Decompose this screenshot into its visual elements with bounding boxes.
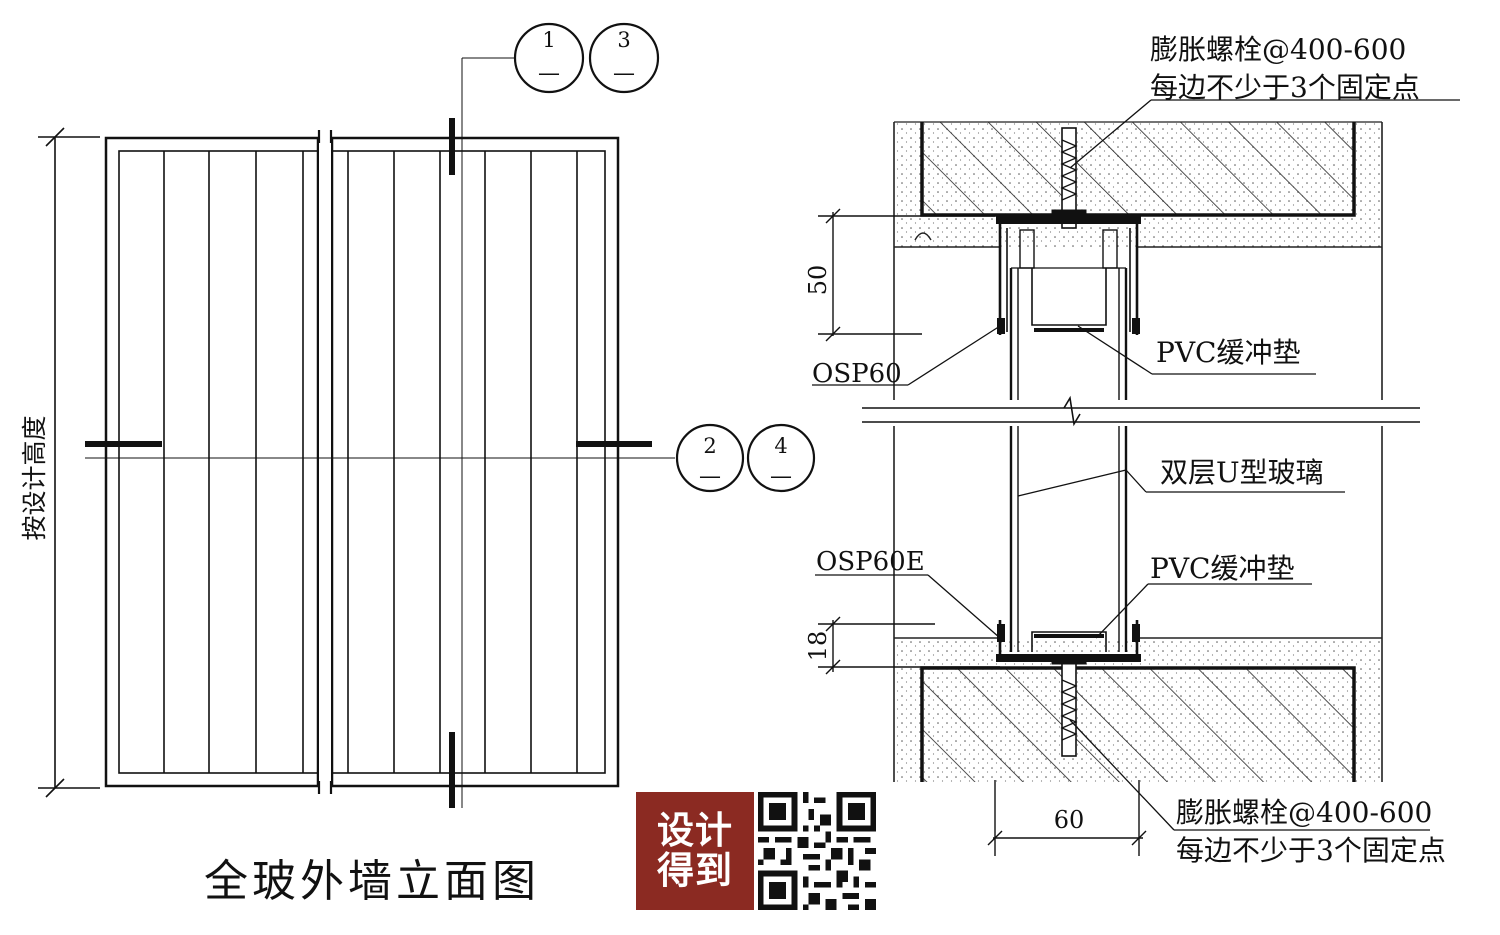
elevation-title: 全玻外墙立面图 (204, 856, 540, 907)
callout-4: 4 — (746, 423, 816, 493)
svg-text:3: 3 (617, 28, 630, 52)
break-gap (319, 130, 331, 795)
leader-lines (812, 99, 1460, 831)
break-band (862, 395, 1420, 427)
dim-50-label: 50 (804, 265, 832, 296)
dim-60 (987, 780, 1147, 856)
svg-text:—: — (770, 464, 792, 489)
u-glass-label: 双层U型玻璃 (1160, 456, 1324, 489)
callout-1: 1 — (513, 22, 585, 94)
svg-text:4: 4 (774, 434, 787, 458)
brand-logo-line-1: 设计 (657, 809, 733, 852)
u-glass-double (1009, 267, 1128, 652)
svg-text:—: — (538, 61, 560, 86)
qr-code-icon (758, 792, 876, 910)
svg-text:—: — (613, 61, 635, 86)
dim-18-label: 18 (804, 631, 832, 662)
svg-text:1: 1 (542, 28, 555, 52)
pvc-top-label: PVC缓冲垫 (1156, 336, 1301, 369)
bolt-top-label-1: 膨胀螺栓@400-600 (1150, 33, 1406, 66)
glass-panel-right (330, 136, 620, 788)
osp60-label: OSP60 (812, 359, 902, 389)
break-marks (317, 130, 333, 794)
callout-2: 2 — (675, 423, 745, 493)
height-label: 按设计高度 (20, 415, 49, 540)
expansion-bolt-top (1051, 127, 1087, 229)
dim-18 (818, 616, 1000, 675)
callout-3: 3 — (588, 22, 660, 94)
bolt-bottom-label-2: 每边不少于3个固定点 (1176, 834, 1446, 867)
osp60e-label: OSP60E (816, 547, 925, 577)
section-detail: 50 18 60 (804, 33, 1460, 867)
bolt-bottom-label-1: 膨胀螺栓@400-600 (1176, 796, 1432, 829)
brand-logo: 设计 得到 (636, 792, 754, 910)
channel-osp60 (996, 216, 1141, 335)
elevation-view: 1 — 3 — 2 — 4 — 按设计高度 全玻外墙立面图 (20, 22, 816, 907)
dim-50 (818, 208, 995, 342)
brand-logo-line-2: 得到 (657, 849, 733, 892)
height-dimension (38, 127, 100, 798)
svg-text:—: — (699, 464, 721, 489)
bolt-top-label-2: 每边不少于3个固定点 (1150, 71, 1420, 104)
pvc-bottom-label: PVC缓冲垫 (1150, 552, 1295, 585)
channel-osp60e (996, 620, 1141, 662)
glass-panel-left (104, 136, 320, 788)
dim-60-label: 60 (1054, 806, 1085, 834)
svg-text:2: 2 (703, 434, 716, 458)
